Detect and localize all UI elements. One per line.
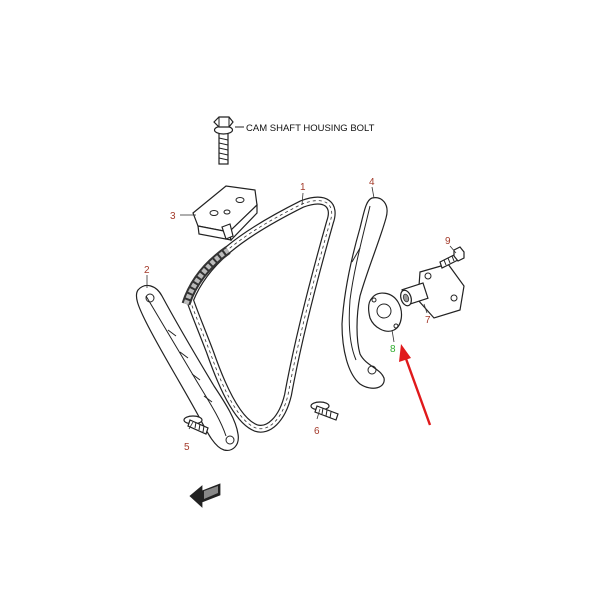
callout-1: 1 (300, 182, 306, 193)
callout-8: 8 (390, 344, 396, 355)
timing-chain (181, 196, 336, 433)
chain-guide-left (135, 284, 239, 451)
callout-5: 5 (184, 442, 190, 453)
callout-7: 7 (425, 315, 431, 326)
guide-bolt-left (183, 415, 209, 435)
front-direction-arrow-icon (189, 483, 221, 508)
cam-shaft-housing-bolt-label: CAM SHAFT HOUSING BOLT (246, 123, 375, 134)
callout-3: 3 (170, 211, 176, 222)
tensioner-arm (341, 197, 388, 389)
pointer-arrow-head (399, 344, 411, 362)
callout-9: 9 (445, 236, 451, 247)
pointer-arrow-icon (399, 344, 432, 426)
pointer-arrow-shaft (403, 355, 432, 426)
chain-guide-bracket (192, 185, 258, 242)
tensioner-bolt (439, 246, 465, 269)
chain-tensioner (400, 263, 465, 319)
cam-shaft-housing-bolt (213, 116, 234, 165)
callout-4: 4 (369, 177, 375, 188)
callout-2: 2 (144, 265, 150, 276)
leader-lines (146, 186, 457, 430)
tensioner-gasket (368, 292, 403, 332)
guide-bolt-right (310, 401, 339, 421)
callout-6: 6 (314, 426, 320, 437)
